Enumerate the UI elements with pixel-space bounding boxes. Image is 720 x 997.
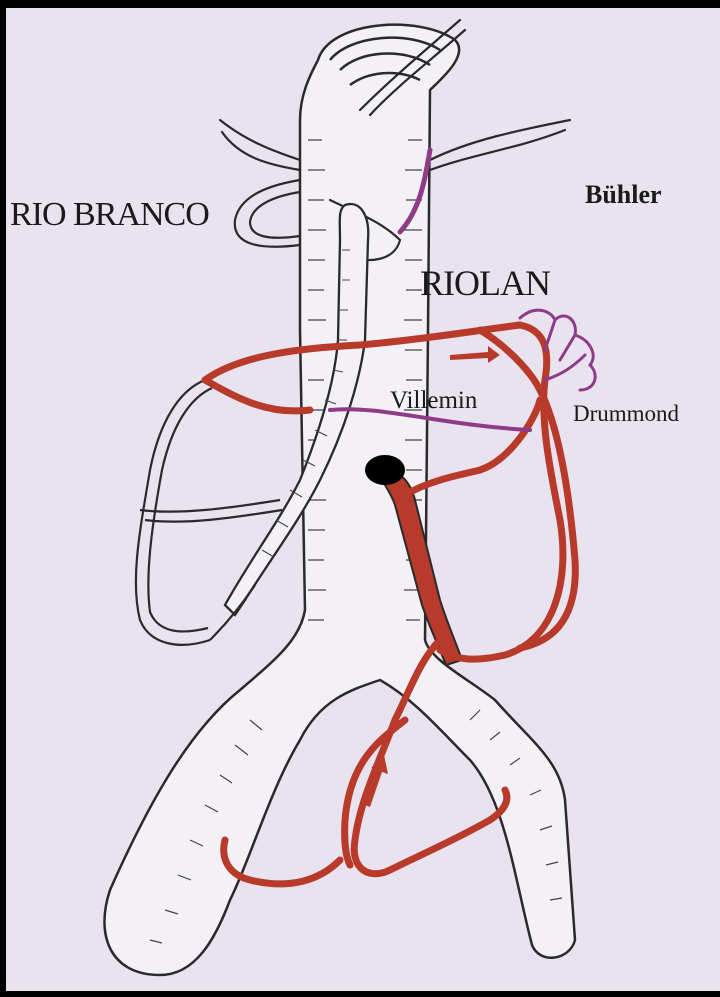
- label-buhler: Bühler: [585, 180, 662, 210]
- label-riolan: RIOLAN: [420, 262, 550, 304]
- ima-occlusion: [365, 455, 405, 485]
- label-villemin: Villemin: [390, 387, 477, 415]
- label-rio-branco: RIO BRANCO: [10, 196, 209, 234]
- label-drummond: Drummond: [573, 401, 679, 427]
